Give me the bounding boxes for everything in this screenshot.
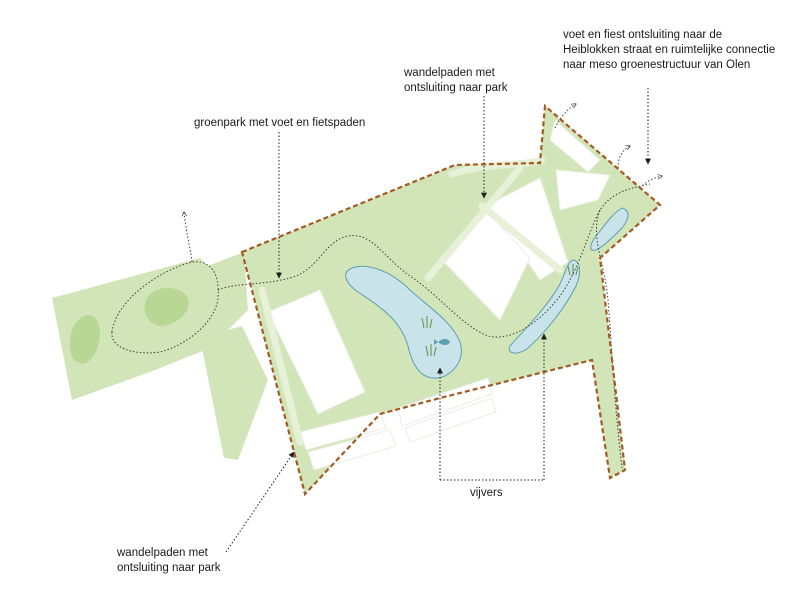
leader-wandelpaden-bottom xyxy=(225,451,295,553)
pond-east xyxy=(590,207,629,251)
walking-path-diagonal xyxy=(424,164,524,282)
building-large xyxy=(267,289,366,415)
label-wandelpaden-top-line2: ontsluiting naar park xyxy=(404,82,508,94)
pond-middle xyxy=(508,259,581,354)
building-row-1 xyxy=(299,411,387,451)
label-ontsluiting-line2: Heiblokken straat en ruimtelijke connect… xyxy=(563,44,776,56)
label-wandelpaden-bottom-line2: ontsluiting naar park xyxy=(117,562,221,574)
building-north xyxy=(549,119,601,173)
west-park-strip xyxy=(200,326,268,460)
label-wandelpaden-bottom-line1: wandelpaden met xyxy=(117,547,208,559)
dotted-route-main xyxy=(217,183,651,338)
west-park-area xyxy=(52,252,248,400)
label-wandelpaden-top: wandelpaden met ontsluiting naar park xyxy=(404,66,508,96)
building-ne xyxy=(555,169,611,211)
label-groenpark: groenpark met voet en fietspaden xyxy=(194,117,366,129)
label-vijvers: vijvers xyxy=(470,487,503,499)
dotted-route-exit-ne-1 xyxy=(617,146,630,169)
label-wandelpaden-top-line1: wandelpaden met xyxy=(404,67,495,79)
project-boundary xyxy=(240,103,662,497)
walking-path-north xyxy=(448,156,546,178)
dotted-route-exit-west xyxy=(184,212,193,263)
label-wandelpaden-bottom: wandelpaden met ontsluiting naar park xyxy=(117,546,221,576)
fish-icon xyxy=(434,339,450,345)
meadow-west-1 xyxy=(69,315,100,364)
label-ontsluiting-line1: voet en fiest ontsluiting naar de xyxy=(563,29,723,41)
walking-path-cross xyxy=(478,202,564,274)
reed-icon xyxy=(421,264,579,357)
label-ontsluiting: voet en fiest ontsluiting naar de Heiblo… xyxy=(563,28,775,73)
dotted-route-exit-ne-2 xyxy=(639,176,662,189)
walking-path-west-edge xyxy=(258,286,304,446)
dotted-route-west xyxy=(111,261,219,354)
building-row-4 xyxy=(404,397,497,443)
meadow-west-2 xyxy=(144,287,189,326)
label-ontsluiting-line3: naar meso groenestructuur van Olen xyxy=(563,59,751,71)
pond-west xyxy=(345,265,462,379)
building-row-2 xyxy=(307,429,397,471)
